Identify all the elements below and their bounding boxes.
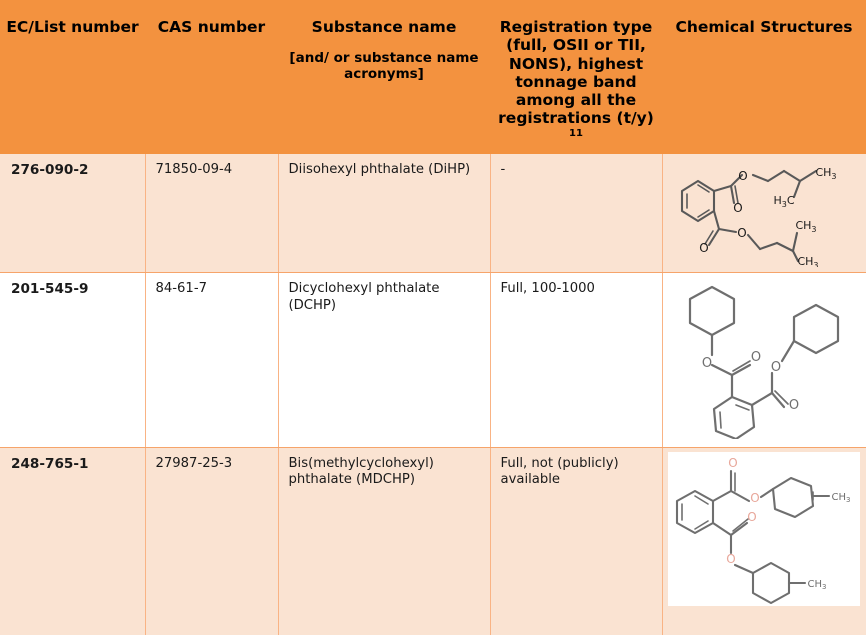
column-header-ec-list-number-label: EC/List number [6,18,139,36]
structure-atom-label: O [751,350,761,365]
column-header-cas-number-label: CAS number [157,18,266,36]
table-row: 248-765-1 27987-25-3 Bis(methylcyclohexy… [0,447,866,635]
bis-methylcyclohexyl-phthalate-structure: O O O O CH3 CH3 [668,451,861,606]
cell-chemical-structure: O O O O CH3 CH3 [662,447,866,635]
cell-substance-name: Dicyclohexyl phthalate (DCHP) [278,272,491,448]
column-header-substance-name-label: Substance name [311,18,457,36]
column-header-substance-name-sublabel: [and/ or substance name acronyms] [289,50,479,83]
structure-atom-label: O [734,201,743,215]
cell-ec-list-number: 276-090-2 [0,154,146,274]
table-header-row: EC/List number CAS number Substance name… [0,0,866,155]
cell-substance-name: Bis(methylcyclohexyl) phthalate (MDCHP) [278,447,491,635]
structure-atom-label: O [739,169,748,183]
structure-atom-label: CH3 [808,579,827,591]
column-header-registration-type: Registration type (full, OSII or TII, NO… [490,0,662,155]
structure-atom-label: H3C [774,194,795,209]
structure-atom-label: O [700,241,709,255]
cell-registration-type: - [490,154,663,274]
structure-atom-label: O [748,510,757,524]
structure-atom-label: O [789,398,799,413]
structure-atom-label: O [751,491,760,505]
cell-chemical-structure: O O O O [662,272,866,448]
table-row: 201-545-9 84-61-7 Dicyclohexyl phthalate… [0,272,866,448]
column-header-ec-list-number: EC/List number [0,0,145,155]
table-header: EC/List number CAS number Substance name… [0,0,866,155]
structure-atom-label: O [727,552,736,566]
column-header-chemical-structures: Chemical Structures [662,0,866,155]
structure-atom-label: CH3 [832,492,851,504]
dicyclohexyl-phthalate-structure: O O O O [663,273,866,447]
column-header-registration-type-label: Registration type (full, OSII or TII, NO… [498,18,654,128]
structure-atom-label: O [771,360,781,375]
cell-cas-number: 27987-25-3 [145,447,279,635]
column-header-substance-name: Substance name [and/ or substance name a… [278,0,490,155]
table-row: 276-090-2 71850-09-4 Diisohexyl phthalat… [0,154,866,274]
structure-atom-label: O [729,456,738,470]
column-header-registration-footnote-marker: 11 [569,127,583,139]
table-body: 276-090-2 71850-09-4 Diisohexyl phthalat… [0,154,866,635]
cell-chemical-structure: O O O O H3C CH3 CH3 CH3 [662,154,866,274]
column-header-cas-number: CAS number [145,0,278,155]
cell-registration-type: Full, 100-1000 [490,272,663,448]
cell-ec-list-number: 201-545-9 [0,272,146,448]
structure-atom-label: CH3 [816,166,837,181]
structure-atom-label: O [738,226,747,240]
structure-atom-label: CH3 [796,219,817,234]
cell-cas-number: 84-61-7 [145,272,279,448]
diisohexyl-phthalate-structure: O O O O H3C CH3 CH3 CH3 [663,154,866,272]
cell-cas-number: 71850-09-4 [145,154,279,274]
cell-ec-list-number: 248-765-1 [0,447,146,635]
cell-substance-name: Diisohexyl phthalate (DiHP) [278,154,491,274]
structure-atom-label: O [702,356,712,371]
cell-registration-type: Full, not (publicly) available [490,447,663,635]
structure-atom-label: CH3 [798,255,819,267]
column-header-chemical-structures-label: Chemical Structures [675,18,853,36]
